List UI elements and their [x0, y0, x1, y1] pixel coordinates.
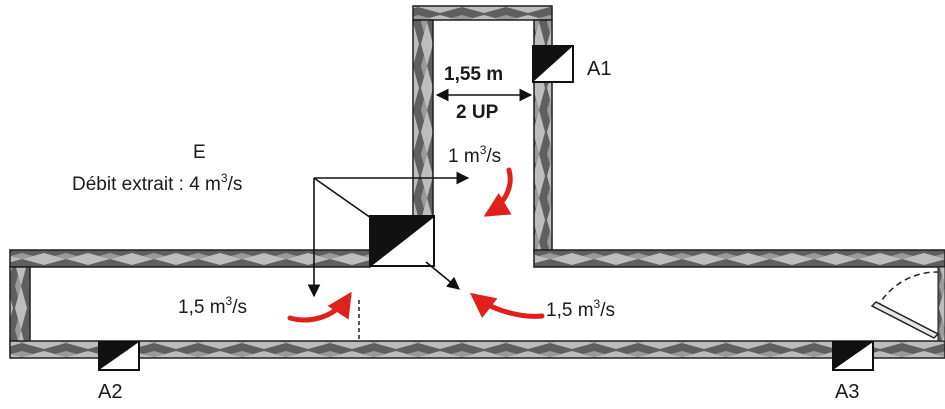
- flow-right-unit: /s: [600, 300, 615, 321]
- wall-shaft-left: [412, 19, 434, 221]
- red-arrow-corridor-left: [287, 291, 352, 323]
- red-flow-arrows: [287, 167, 545, 323]
- flow-shaft-sup: 3: [480, 143, 487, 157]
- flow-right-main: 1,5 m: [546, 300, 594, 321]
- wall-corridor-bottom: [9, 340, 945, 359]
- wall-corridor-left-end: [9, 266, 31, 343]
- flow-shaft-unit: /s: [486, 146, 501, 167]
- label-extract-flow: Débit extrait : 4 m3/s: [72, 171, 242, 195]
- width-label-backdrop: [441, 62, 531, 84]
- label-flow-corridor-right: 1,5 m3/s: [546, 297, 615, 321]
- extraction-grille-e: [369, 215, 435, 267]
- air-inlet-a1: [532, 45, 574, 83]
- label-up: 2 UP: [456, 102, 499, 123]
- door-leaf: [870, 301, 940, 339]
- flow-right-sup: 3: [594, 297, 601, 311]
- wall-corridor-top-left: [9, 249, 371, 268]
- door-swing-arc: [876, 271, 939, 309]
- label-e: E: [193, 142, 206, 163]
- air-inlet-a2: [98, 341, 140, 371]
- red-arrow-shaft: [483, 167, 513, 217]
- label-a2: A2: [98, 381, 122, 403]
- flow-left-sup: 3: [226, 294, 233, 308]
- label-a3: A3: [835, 381, 859, 403]
- extract-flow-sup: 3: [221, 171, 228, 185]
- red-arrow-corridor-right: [470, 292, 545, 319]
- flow-left-main: 1,5 m: [178, 297, 226, 318]
- extract-flow-main: Débit extrait : 4 m: [72, 174, 221, 195]
- wall-corridor-top-right: [533, 249, 945, 268]
- flow-left-unit: /s: [232, 297, 247, 318]
- label-width: 1,55 m: [444, 64, 503, 85]
- arrow-to-corridor-right: [425, 261, 460, 290]
- door: [870, 271, 940, 339]
- label-flow-shaft: 1 m3/s: [448, 143, 501, 167]
- wall-shaft-top: [412, 5, 553, 21]
- wall-corridor-right-end: [937, 266, 945, 342]
- extract-flow-unit: /s: [228, 174, 243, 195]
- flow-shaft-main: 1 m: [448, 146, 480, 167]
- label-flow-corridor-left: 1,5 m3/s: [178, 294, 247, 318]
- air-inlet-a3: [832, 341, 874, 371]
- label-a1: A1: [587, 58, 611, 80]
- flow-lines: [307, 88, 533, 341]
